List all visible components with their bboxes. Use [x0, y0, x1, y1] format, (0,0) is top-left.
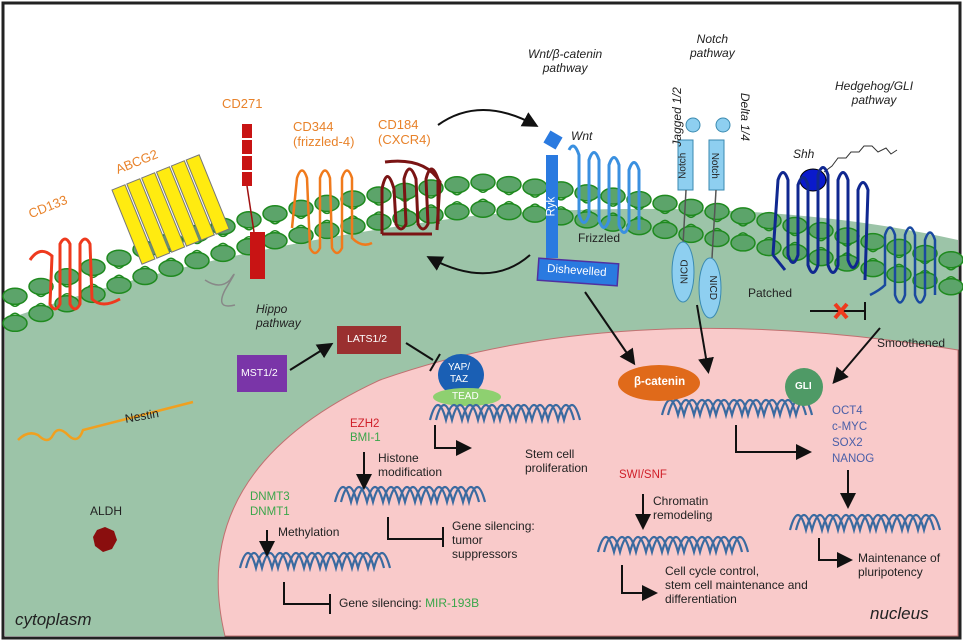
lats-label: LATS1/2: [347, 333, 388, 345]
swi-snf-label: SWI/SNF: [619, 469, 667, 481]
notch-label-2: Notch: [708, 152, 720, 179]
mst-to-lats-arrow: [289, 342, 334, 371]
aldh-label: ALDH: [90, 504, 123, 518]
cd184-label: CD184(CXCR4): [378, 117, 431, 147]
abcg2-tail: [204, 273, 236, 307]
nestin-filament: [17, 400, 194, 442]
cholesterol-icon: [823, 145, 898, 173]
cytoplasm-label: cytoplasm: [15, 610, 92, 629]
cd344-label: CD344(frizzled-4): [293, 119, 355, 149]
cd344-receptor: [290, 169, 373, 255]
beta-catenin-label: β-catenin: [634, 376, 686, 388]
gli: [785, 368, 823, 406]
cd271-label: CD271: [222, 96, 263, 111]
methylation-outcome-label: Gene silencing: MIR-193B: [339, 596, 480, 610]
tead: [433, 388, 501, 406]
abcg2-transporter: [111, 154, 230, 265]
ryk-receptor: [546, 155, 558, 258]
recycling-arrow-top: [437, 109, 539, 127]
patched-receptor: [771, 166, 870, 281]
block-x-icon: [833, 302, 849, 320]
frizzled-label: Frizzled: [578, 231, 621, 245]
cd271-receptor: [242, 124, 265, 279]
yap-label: YAP/TAZ: [448, 362, 471, 385]
nicd-label-1: NICD: [679, 259, 691, 284]
methylation-label: Methylation: [278, 525, 340, 539]
beta-catenin: [618, 365, 700, 401]
nicd-label-2: NICD: [706, 275, 718, 300]
lats-inhibition: [405, 342, 434, 361]
mst-box: [237, 355, 287, 392]
shh-ligand: [799, 168, 827, 192]
bmi1-label: BMI-1: [350, 432, 381, 444]
lats-box: [337, 326, 401, 354]
patched-label: Patched: [748, 286, 793, 300]
ryk-label: Ryk: [545, 196, 558, 217]
smoothened-label: Smoothened: [877, 336, 946, 350]
wnt-ligand-label: Wnt: [571, 129, 593, 143]
dnmt3-label: DNMT3: [250, 491, 290, 503]
jagged-label: Jagged 1/2: [669, 87, 684, 147]
delta-label: Delta 1/4: [737, 92, 752, 141]
chromatin-outcome-label: Cell cycle control,stem cell maintenance…: [665, 564, 808, 606]
notch-receptors: [671, 117, 731, 319]
gli-label: GLI: [795, 381, 812, 392]
frizzled-receptor: [567, 144, 641, 234]
tead-label: TEAD: [452, 391, 479, 402]
smoothened-receptor: [869, 226, 937, 304]
aldh-icon: [93, 527, 117, 552]
nucleus-region: [217, 327, 959, 637]
shh-label: Shh: [793, 147, 815, 161]
dnmt1-label: DNMT1: [250, 506, 290, 518]
dishevelled-box: [536, 257, 620, 287]
mst-label: MST1/2: [241, 367, 278, 379]
cd184-receptor: [380, 159, 442, 236]
yap-taz: [438, 354, 484, 396]
cd133-receptor: [28, 237, 121, 311]
recycling-arrow-bottom: [426, 254, 531, 275]
nucleus-label: nucleus: [870, 604, 929, 623]
ezh2-label: EZH2: [350, 418, 380, 430]
wnt-ligand: [543, 130, 563, 150]
notch-label-1: Notch: [677, 152, 689, 179]
